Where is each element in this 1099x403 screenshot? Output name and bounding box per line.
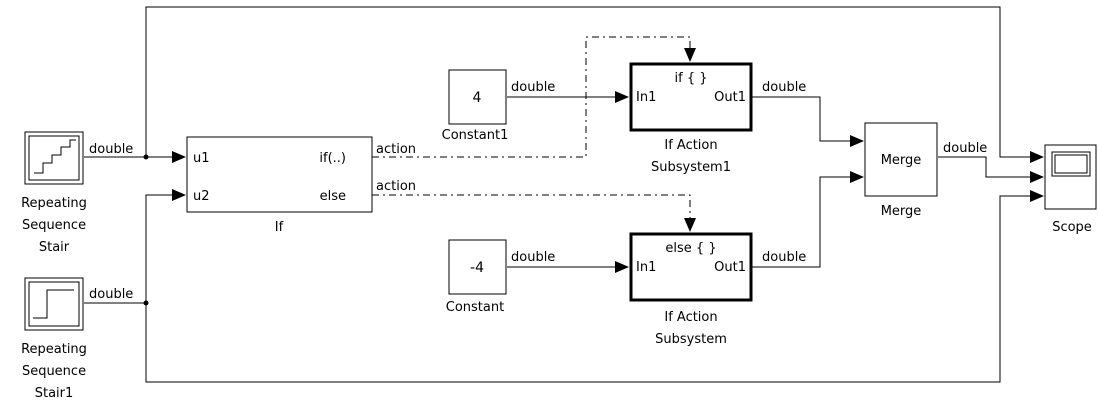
if-block-name: If (275, 220, 284, 235)
merge-block-name: Merge (881, 204, 922, 219)
stair-block-name-line1: Repeating (21, 196, 87, 211)
merge-block[interactable]: Merge Merge (864, 122, 938, 219)
arrowhead-if-u1 (172, 151, 186, 163)
arrowhead-scope-in1 (1030, 151, 1044, 163)
constant-block[interactable]: -4 Constant (446, 239, 507, 315)
subsystem1-header: if { } (675, 71, 708, 86)
wire-stair1-to-scope[interactable] (145, 195, 1030, 383)
signal-label-subsystem1: double (762, 80, 806, 95)
wire-if-action-to-subsystem1[interactable] (372, 36, 691, 158)
signal-label-constant1: double (511, 80, 555, 95)
signal-label-merge: double (943, 141, 987, 156)
signal-label-if-action: action (376, 142, 416, 157)
signal-label-constant: double (511, 250, 555, 265)
if-action-subsystem1-block[interactable]: if { } In1 Out1 If Action Subsystem1 (629, 62, 753, 175)
wire-stair1-to-if-u2[interactable] (84, 194, 172, 304)
stair-block-name-line3: Stair (39, 240, 70, 255)
if-port-if: if(..) (319, 151, 346, 166)
arrowhead-subsystem1-in1 (615, 91, 629, 103)
subsystem1-port-out1: Out1 (714, 90, 746, 105)
arrowhead-merge-in2 (850, 171, 864, 183)
signal-label-subsystem: double (762, 250, 806, 265)
subsystem1-port-in1: In1 (636, 90, 656, 105)
wire-subsystem1-to-merge[interactable] (752, 96, 850, 142)
scope-screen-icon (1051, 151, 1091, 177)
subsystem-header: else { } (665, 241, 716, 256)
subsystem-port-out1: Out1 (714, 260, 746, 275)
arrowhead-subsystem-action (684, 218, 696, 232)
scope-block-name: Scope (1052, 220, 1092, 235)
arrowhead-merge-in1 (850, 135, 864, 147)
subsystem-block-name-line2: Subsystem (655, 332, 727, 347)
scope-screen-inner (1054, 154, 1088, 174)
if-port-u2: u2 (193, 189, 210, 204)
stair-step-icon (34, 139, 76, 174)
if-port-u1: u1 (193, 151, 210, 166)
subsystem-port-in1: In1 (636, 260, 656, 275)
arrowhead-if-u2 (172, 189, 186, 201)
stair1-block-name-line2: Sequence (22, 364, 86, 379)
repeating-sequence-stair-block[interactable]: Repeating Sequence Stair (21, 131, 87, 255)
wire-merge-to-scope[interactable] (938, 156, 1030, 178)
signal-label-else-action: action (376, 179, 416, 194)
scope-block[interactable]: Scope (1044, 144, 1097, 235)
constant-block-name: Constant (446, 300, 504, 315)
arrowhead-scope-in2 (1030, 171, 1044, 183)
if-port-else: else (320, 189, 346, 204)
stair1-block-name-line1: Repeating (21, 342, 87, 357)
signal-label-stair1: double (89, 287, 133, 302)
repeating-sequence-stair1-block[interactable]: Repeating Sequence Stair1 (21, 277, 87, 401)
signal-label-stair: double (89, 142, 133, 157)
merge-block-label: Merge (881, 153, 922, 168)
wire-subsystem-to-merge[interactable] (752, 176, 850, 268)
pulse-icon (33, 289, 74, 319)
arrowhead-subsystem-in1 (615, 261, 629, 273)
wire-else-action-to-subsystem[interactable] (372, 194, 691, 218)
subsystem-block-name-line1: If Action (664, 310, 717, 325)
stair-block-name-line2: Sequence (22, 218, 86, 233)
subsystem1-block-name-line1: If Action (664, 138, 717, 153)
constant1-block[interactable]: 4 Constant1 (442, 69, 509, 143)
if-block[interactable]: u1 u2 if(..) else If (186, 136, 373, 235)
arrowhead-subsystem1-action (684, 48, 696, 62)
subsystem1-block-name-line2: Subsystem1 (651, 160, 731, 175)
constant-value: -4 (470, 260, 484, 276)
constant1-block-name: Constant1 (442, 128, 509, 143)
stair1-block-name-line3: Stair1 (35, 386, 74, 401)
arrowhead-scope-in3 (1030, 190, 1044, 202)
constant1-value: 4 (473, 90, 482, 106)
wire-stair-to-scope[interactable] (145, 6, 1030, 158)
if-action-subsystem-block[interactable]: else { } In1 Out1 If Action Subsystem (629, 232, 753, 347)
